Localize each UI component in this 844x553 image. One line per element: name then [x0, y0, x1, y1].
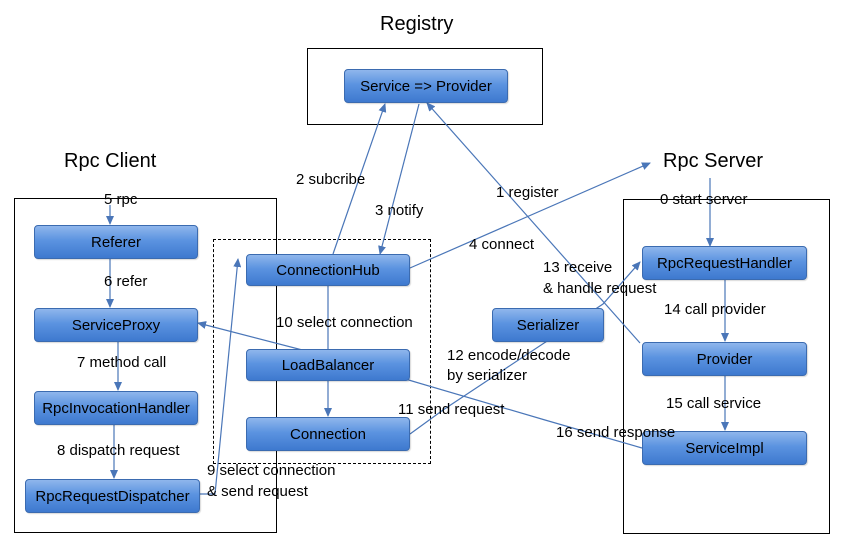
label-5-rpc: 5 rpc: [104, 191, 138, 208]
label-9-select-connection: 9 select connection: [207, 462, 336, 479]
label-13-receive: 13 receive: [543, 259, 613, 276]
arrow-3-notify: [378, 103, 420, 255]
connection-hub-node: ConnectionHub: [246, 254, 410, 286]
service-provider-node: Service => Provider: [344, 69, 508, 103]
provider-node: Provider: [642, 342, 807, 376]
label-8-dispatch-request: 8 dispatch request: [57, 442, 180, 459]
label-6-refer: 6 refer: [104, 273, 148, 290]
arrow-9-select-connection: [200, 258, 242, 495]
rpc-server-title: Rpc Server: [663, 150, 764, 172]
referer-node: Referer: [34, 225, 198, 259]
arrow-1-register: [426, 102, 641, 344]
connection-group-frame: [213, 239, 431, 464]
rpc-client-title: Rpc Client: [64, 150, 157, 172]
connection-node: Connection: [246, 417, 410, 451]
load-balancer-node: LoadBalancer: [246, 349, 410, 381]
label-14-call-provider: 14 call provider: [664, 301, 766, 318]
label-0-start-server: 0 start server: [660, 191, 748, 208]
service-impl-node: ServiceImpl: [642, 431, 807, 465]
label-15-call-service: 15 call service: [666, 395, 762, 412]
serializer-node: Serializer: [492, 308, 604, 342]
label-4-connect: 4 connect: [469, 236, 535, 253]
arrow-2-subcribe: [332, 103, 387, 255]
rpc-request-handler-node: RpcRequestHandler: [642, 246, 807, 280]
arrow-11-send-request: [409, 261, 641, 435]
arrow-16-send-response: [197, 321, 643, 449]
label-2-subcribe: 2 subcribe: [296, 171, 366, 188]
service-proxy-node: ServiceProxy: [34, 308, 198, 342]
label-12-by-serializer: by serializer: [447, 367, 528, 384]
registry-title: Registry: [380, 13, 454, 35]
label-9-send-request: & send request: [207, 483, 308, 500]
label-12-encode-decode: 12 encode/decode: [447, 347, 571, 364]
label-10-select-connection: 10 select connection: [276, 314, 413, 331]
registry-frame: [307, 48, 543, 125]
rpc-invocation-handler-node: RpcInvocationHandler: [34, 391, 198, 425]
label-1-register: 1 register: [496, 184, 559, 201]
rpc-server-frame: [623, 199, 830, 534]
label-3-notify: 3 notify: [375, 202, 424, 219]
label-7-method-call: 7 method call: [77, 354, 167, 371]
rpc-request-dispatcher-node: RpcRequestDispatcher: [25, 479, 200, 513]
arrow-4-connect: [409, 162, 651, 269]
label-13-handle-request: & handle request: [543, 280, 657, 297]
label-16-send-response: 16 send response: [556, 424, 676, 441]
label-11-send-request: 11 send request: [398, 401, 505, 418]
